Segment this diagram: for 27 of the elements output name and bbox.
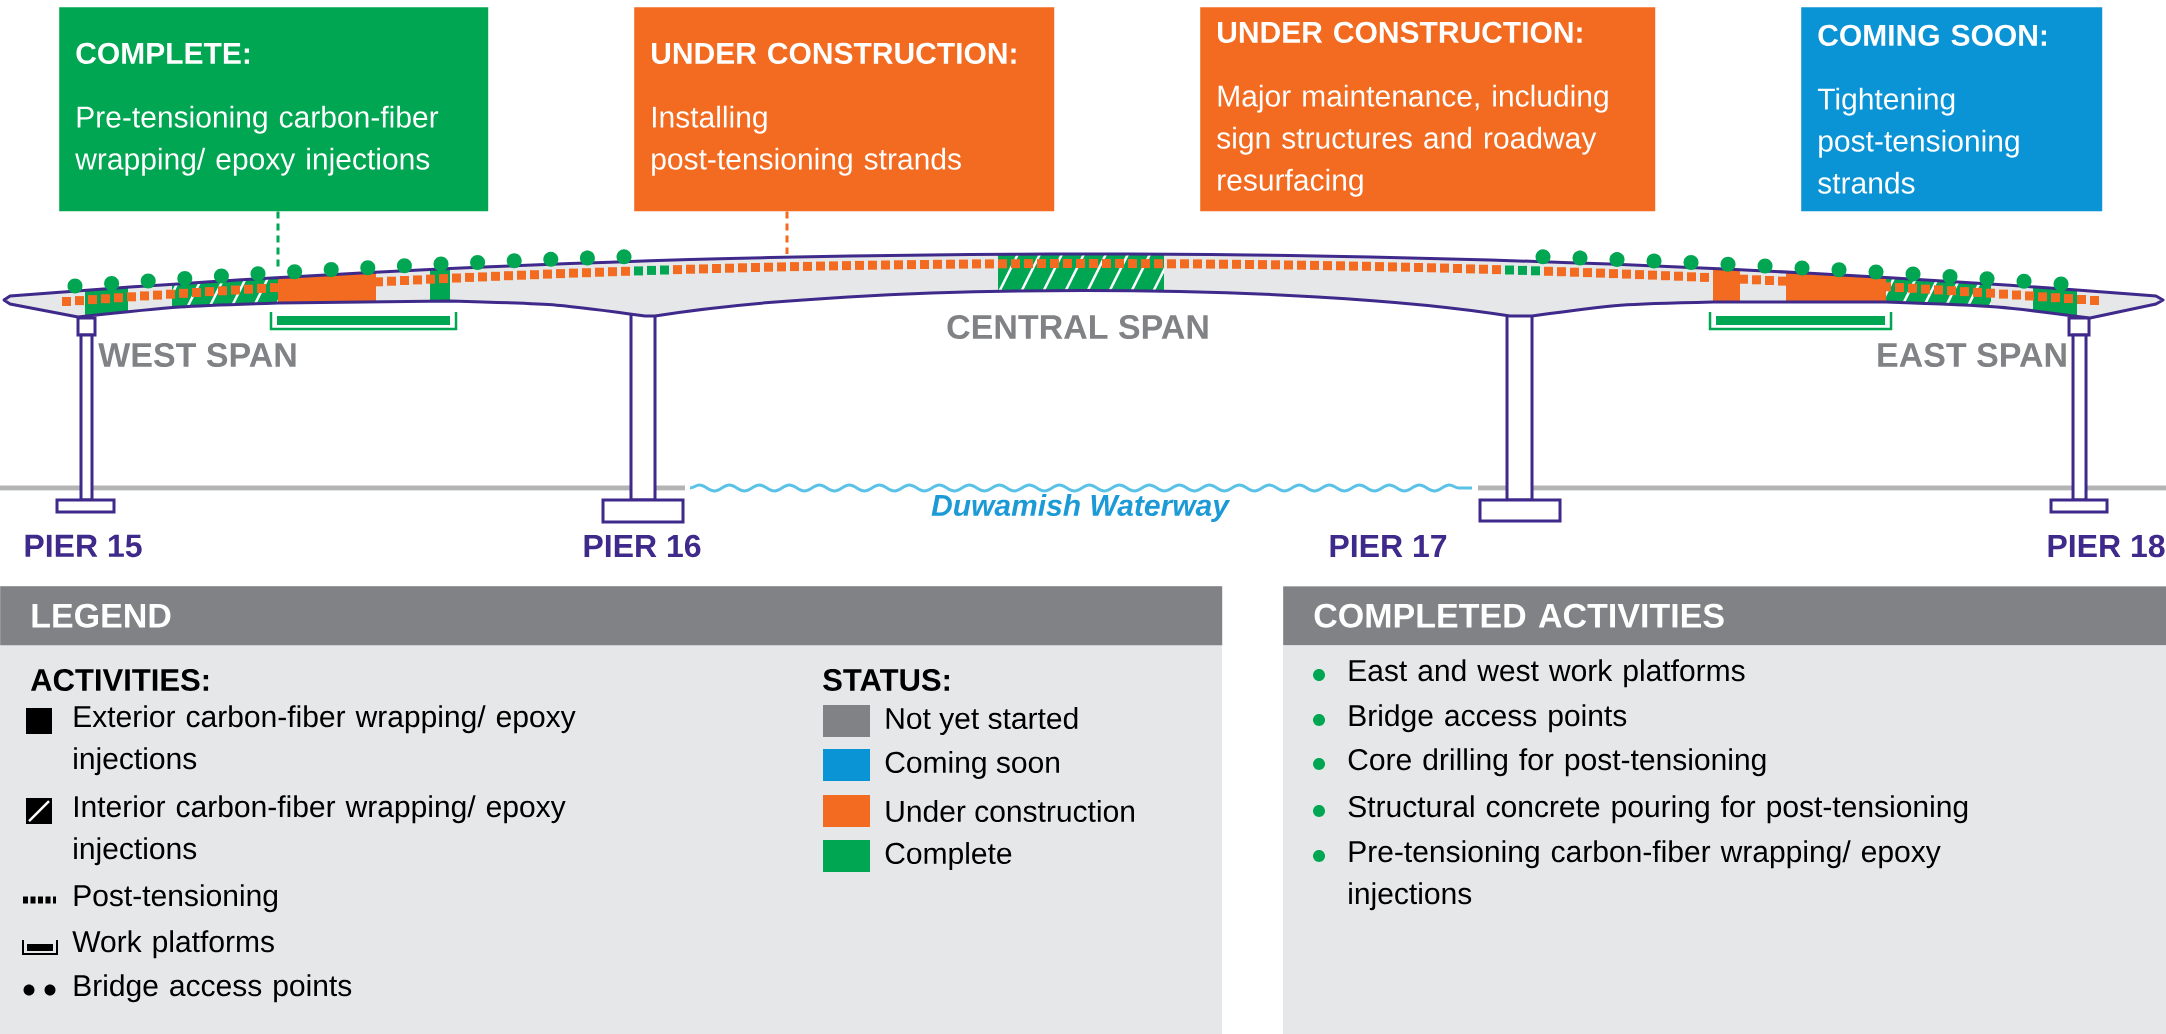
waterway-label: Duwamish Waterway <box>931 494 1231 522</box>
legend-label: Not yet started <box>886 707 1078 735</box>
span-label: CENTRAL SPAN <box>947 314 1208 340</box>
bullet-item: Bridge access points <box>1313 704 1627 733</box>
legend-label: Under construction <box>886 800 1134 823</box>
legend-label: Complete <box>885 842 1012 870</box>
legend-label: Coming soon <box>885 751 1059 779</box>
callout-box: COMPLETE: Pre-tensioning carbon-fiber wrapping/ epoxy injections <box>59 7 489 212</box>
section-header-band: LEGEND <box>0 586 1223 646</box>
section-header-band: COMPLETED ACTIVITIES <box>1283 586 2166 646</box>
callout-box: UNDER CONSTRUCTION: Major maintenance, including sign structures and roadway resurfacing <box>1200 7 1656 212</box>
legend-label: Post-tensioning <box>74 884 278 913</box>
legend-label: Interior carbon-fiber wrapping/ epoxy injections <box>74 795 566 866</box>
leader-line <box>785 211 789 254</box>
legend-label: Work platforms <box>72 930 274 959</box>
pier-label: PIER 17 <box>1330 535 1447 557</box>
callout-box: UNDER CONSTRUCTION: Installing post-tensioning strands <box>634 7 1055 212</box>
bullet-item: Structural concrete pouring for post-tensioning <box>1313 795 1968 824</box>
legend-label: Exterior carbon-fiber wrapping/ epoxy injections <box>74 705 576 776</box>
span-label: EAST SPAN <box>1878 342 2066 368</box>
legend-label: Bridge access points <box>74 974 352 1003</box>
bullet-item: Pre-tensioning carbon-fiber wrapping/ epoxy injections <box>1313 840 1941 911</box>
bullet-item: Core drilling for post-tensioning <box>1313 748 1766 777</box>
callout-box: COMING SOON: Tightening post-tensioning strands <box>1801 7 2103 212</box>
span-label: WEST SPAN <box>98 342 296 368</box>
leader-line <box>276 211 280 268</box>
bullet-item: East and west work platforms <box>1313 659 1745 688</box>
